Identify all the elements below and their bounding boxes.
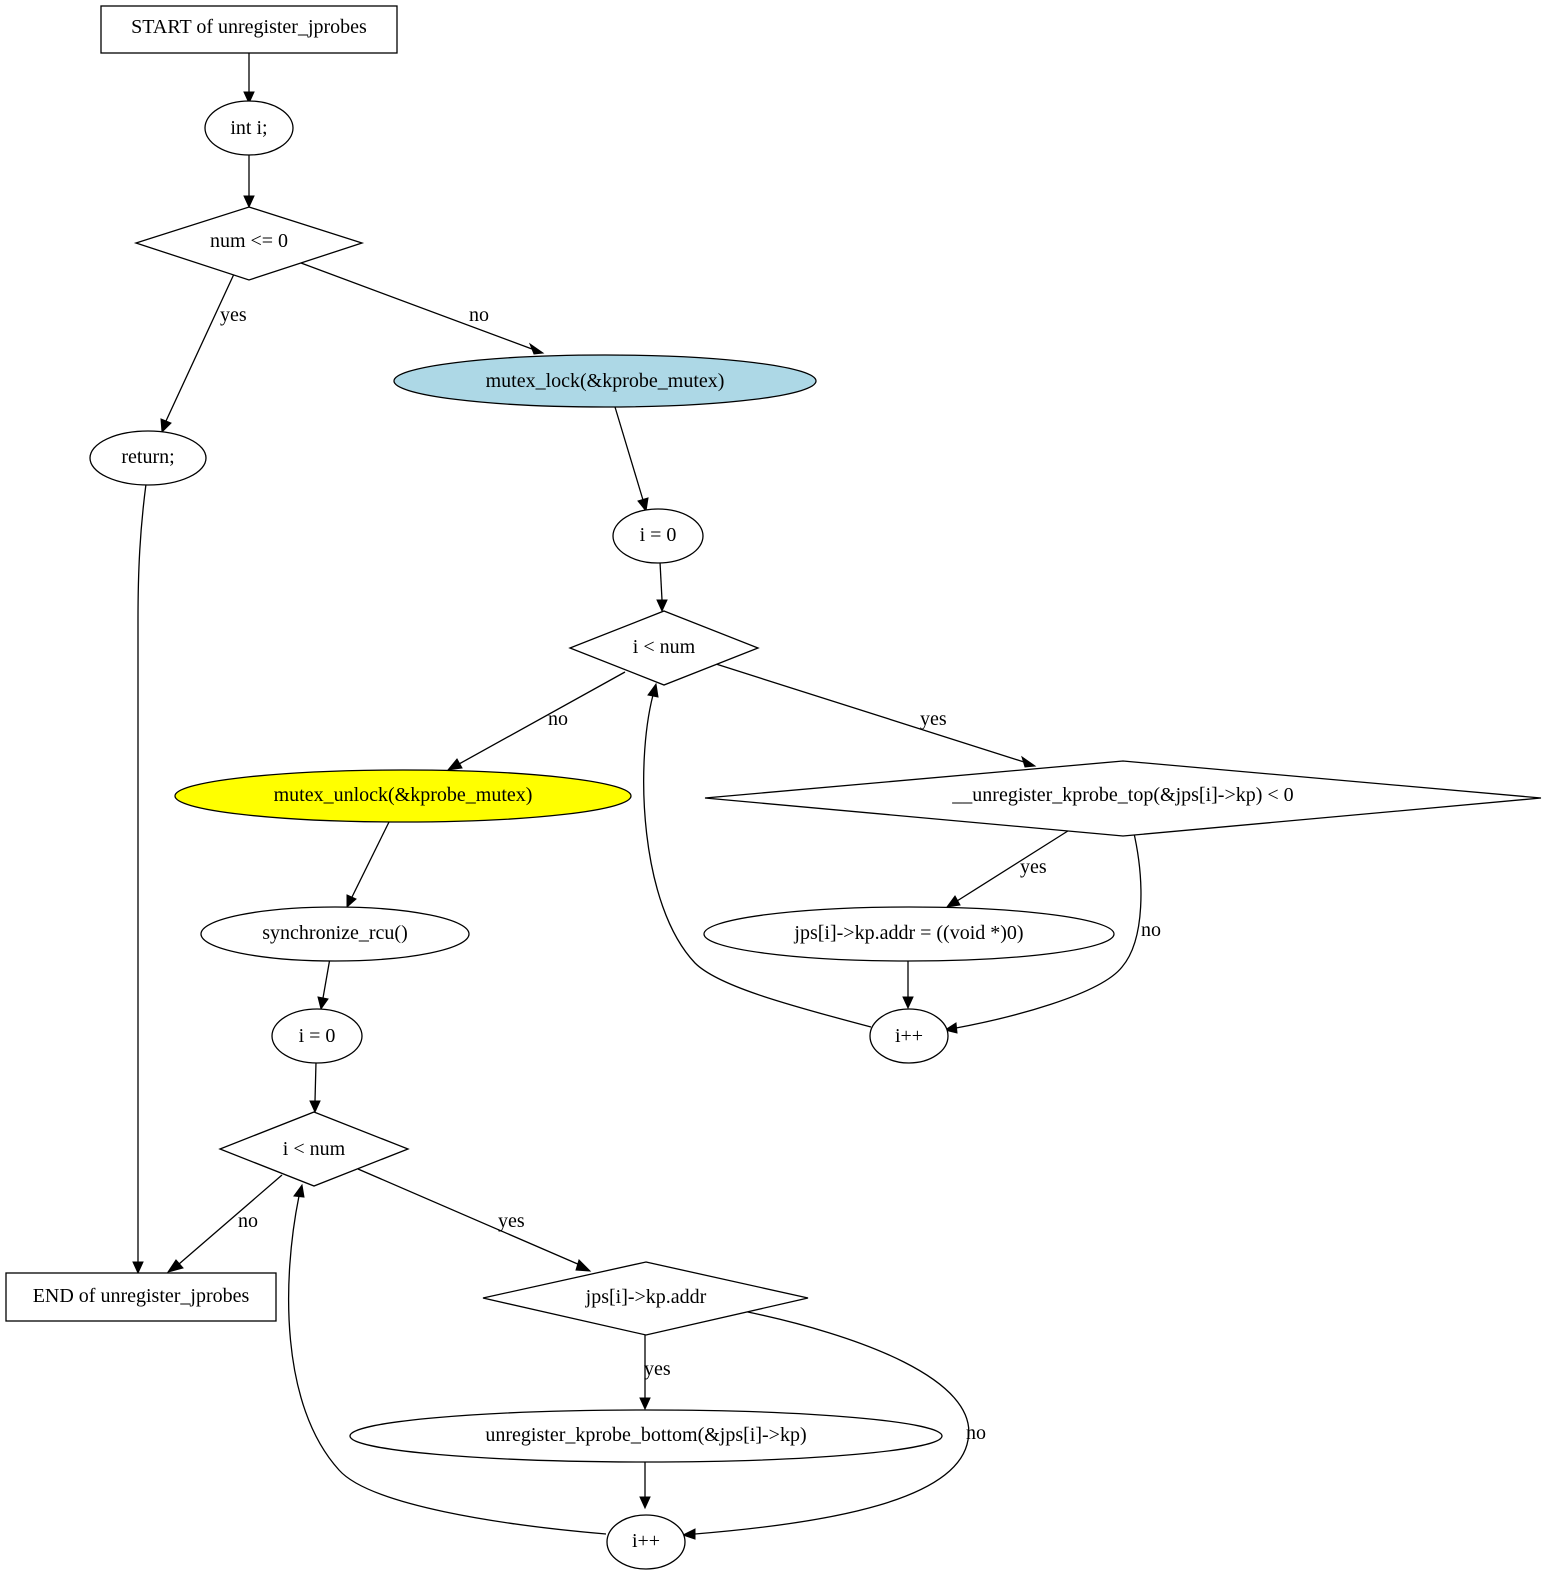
- nodes: START of unregister_jprobes int i; num <…: [5, 5, 1542, 1570]
- end-node: END of unregister_jprobes: [5, 1272, 277, 1322]
- edge-decl-to-cond: [243, 155, 255, 209]
- loop-cond-label: i < num: [633, 636, 696, 658]
- edge-inc1-to-loop1: [643, 682, 872, 1028]
- init-i-label: i = 0: [640, 524, 677, 546]
- edge-label-no: no: [548, 708, 568, 730]
- edge-lock-to-init1: [614, 406, 649, 513]
- init-i-node: i = 0: [271, 1008, 363, 1064]
- init-i-node: i = 0: [612, 508, 704, 564]
- mutex-lock-node: mutex_lock(&kprobe_mutex): [393, 354, 817, 408]
- mutex-unlock-node: mutex_unlock(&kprobe_mutex): [174, 769, 632, 823]
- kprobe-bottom-label: unregister_kprobe_bottom(&jps[i]->kp): [485, 1424, 806, 1446]
- edge-label-yes: yes: [644, 1358, 671, 1380]
- edge-label-no: no: [1141, 919, 1161, 941]
- edge-return-to-end: [132, 483, 147, 1275]
- decl-label: int i;: [230, 117, 267, 139]
- edge-label-yes: yes: [920, 708, 947, 730]
- mutex-unlock-label: mutex_unlock(&kprobe_mutex): [274, 784, 533, 806]
- kprobe-top-cond-node: __unregister_kprobe_top(&jps[i]->kp) < 0: [704, 760, 1542, 837]
- edge-inc2-to-loop2: [288, 1183, 607, 1535]
- edge-label-yes: yes: [1020, 856, 1047, 878]
- edge-addr-yes-to-bottom: yes: [639, 1334, 671, 1411]
- edge-label-no: no: [966, 1422, 986, 1444]
- kp-addr-cond-node: jps[i]->kp.addr: [482, 1261, 809, 1336]
- edge-sync-to-init2: [317, 957, 331, 1011]
- edge-top-no-to-inc1: no: [943, 828, 1161, 1034]
- edge-label-no: no: [238, 1210, 258, 1232]
- increment-node: i++: [606, 1514, 686, 1570]
- edge-cond-yes-to-return: yes: [160, 273, 247, 434]
- edge-addr-no-to-inc2: no: [681, 1310, 986, 1540]
- edge-label-yes: yes: [220, 304, 247, 326]
- loop-cond-node: i < num: [568, 610, 760, 686]
- edge-start-to-decl: [243, 53, 255, 105]
- edge-cond-no-to-lock: no: [300, 262, 545, 355]
- assign-addr-node: jps[i]->kp.addr = ((void *)0): [703, 906, 1115, 962]
- cond-num-label: num <= 0: [210, 230, 288, 252]
- edge-label-yes: yes: [498, 1210, 525, 1232]
- return-node: return;: [89, 430, 207, 486]
- loop-cond-node: i < num: [218, 1111, 410, 1187]
- edge-loop1-yes-to-top: yes: [715, 663, 1037, 768]
- edge-unlock-to-sync: [346, 821, 390, 909]
- kp-addr-cond-label: jps[i]->kp.addr: [585, 1286, 707, 1308]
- return-label: return;: [121, 446, 174, 468]
- edge-init2-to-loop2: [309, 1061, 321, 1114]
- cond-num-node: num <= 0: [133, 206, 365, 281]
- mutex-unlock-shape: [174, 769, 632, 823]
- increment-label: i++: [632, 1530, 660, 1552]
- start-node: START of unregister_jprobes: [100, 5, 398, 54]
- start-label: START of unregister_jprobes: [131, 16, 367, 38]
- mutex-lock-label: mutex_lock(&kprobe_mutex): [486, 370, 725, 392]
- init-i-label: i = 0: [299, 1025, 336, 1047]
- edge-top-yes-to-assign: yes: [945, 828, 1072, 908]
- edge-loop2-yes-to-addr: yes: [357, 1168, 592, 1272]
- end-label: END of unregister_jprobes: [33, 1285, 250, 1307]
- edge-bottom-to-inc2: [639, 1460, 651, 1510]
- kprobe-top-cond-label: __unregister_kprobe_top(&jps[i]->kp) < 0: [951, 784, 1293, 806]
- edge-loop2-no-to-end: no: [166, 1174, 283, 1273]
- edge-init1-to-loop1: [656, 561, 668, 613]
- increment-node: i++: [869, 1008, 949, 1064]
- synchronize-rcu-node: synchronize_rcu(): [200, 906, 470, 962]
- edge-assign-to-inc1: [902, 958, 914, 1010]
- synchronize-rcu-label: synchronize_rcu(): [262, 922, 408, 944]
- decl-node: int i;: [204, 100, 294, 156]
- edge-loop1-no-to-unlock: no: [446, 671, 626, 771]
- increment-label: i++: [895, 1025, 923, 1047]
- kprobe-bottom-node: unregister_kprobe_bottom(&jps[i]->kp): [349, 1409, 943, 1463]
- assign-addr-label: jps[i]->kp.addr = ((void *)0): [793, 922, 1023, 944]
- loop-cond-label: i < num: [283, 1138, 346, 1160]
- edge-label-no: no: [469, 304, 489, 326]
- mutex-lock-shape: [393, 354, 817, 408]
- edges: yes no no: [132, 53, 1161, 1540]
